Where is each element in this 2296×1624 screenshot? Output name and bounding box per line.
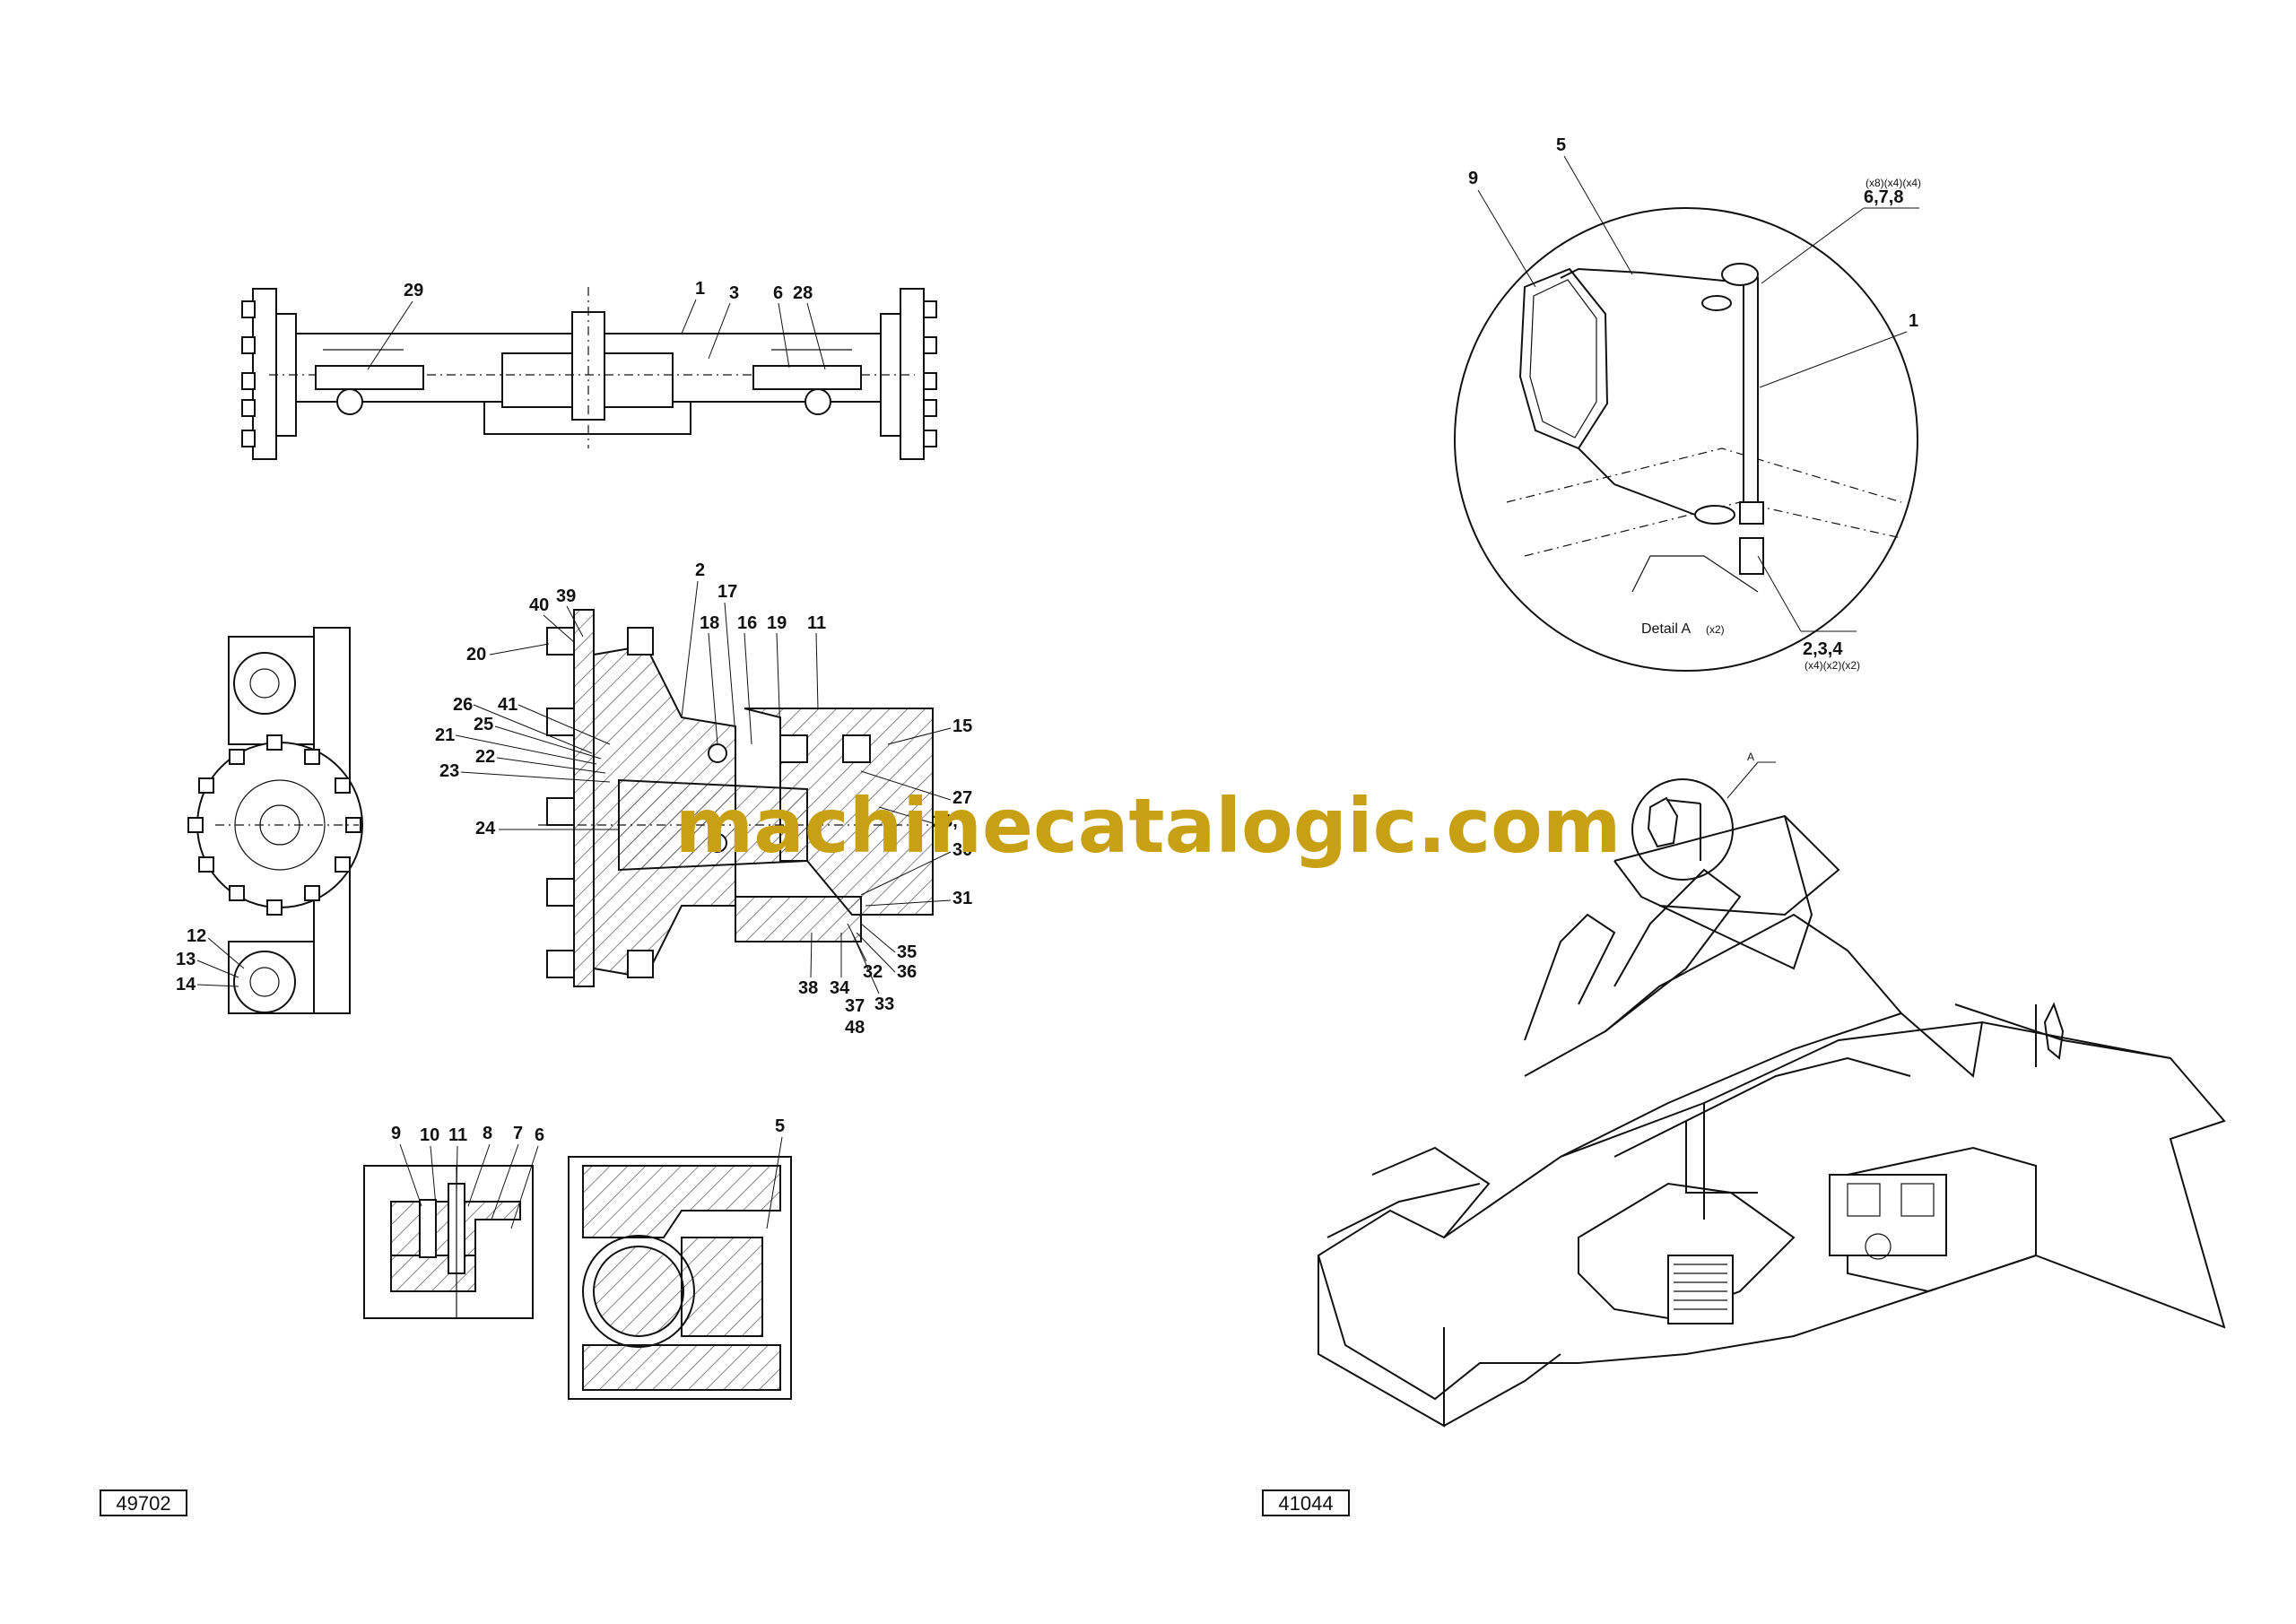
callout: 24	[475, 819, 496, 838]
callout: 6	[535, 1125, 544, 1145]
top-view-callouts: 29 1 3 6 28	[367, 279, 826, 370]
axle-top-view	[241, 287, 937, 460]
callout: 12	[187, 926, 206, 946]
callout: 21	[435, 725, 455, 745]
callout: 11	[448, 1125, 467, 1145]
watermark-text: machinecatalogic.com	[675, 782, 1622, 870]
callout: 7	[513, 1124, 523, 1143]
callout: 2	[695, 560, 705, 580]
seal-detail-left-callouts: 9 10 11 8 7 6	[391, 1124, 544, 1229]
callout: 30	[952, 840, 972, 860]
callout: 19	[767, 613, 787, 633]
left-flange-bolts	[241, 300, 256, 447]
callout: 38	[798, 978, 818, 998]
seal-detail-left	[363, 1165, 534, 1319]
callout: 6,7,8	[1864, 187, 1903, 207]
view-marker: A	[1747, 751, 1754, 763]
callout: 27	[952, 788, 972, 808]
callout: 29	[404, 281, 423, 300]
callout: 9	[391, 1124, 401, 1143]
callout: 41	[498, 695, 517, 715]
callout: 39	[556, 586, 576, 606]
detail-title: Detail A	[1641, 621, 1691, 637]
callout: 40	[529, 595, 549, 615]
right-drawing-number-box: 41044	[1262, 1489, 1350, 1516]
callout: 8	[483, 1124, 492, 1143]
callout: 5	[1556, 135, 1566, 155]
left-drawing-number-box: 49702	[100, 1489, 187, 1516]
detail-qty: (x2)	[1706, 623, 1725, 636]
callout: 36	[897, 962, 917, 982]
callout: 9	[1468, 169, 1478, 188]
callout: 17	[718, 582, 737, 602]
callout: 32	[863, 962, 883, 982]
mirror-icon	[1518, 267, 1609, 450]
callout: 31	[952, 889, 972, 908]
callout: 15	[952, 716, 972, 736]
callout: 35	[897, 942, 917, 962]
callout: 33	[874, 994, 894, 1014]
machine-frame-isometric: A	[1317, 751, 2226, 1428]
callout: 14	[176, 975, 196, 994]
mirror-icon	[1647, 796, 1701, 861]
callout: 10	[420, 1125, 439, 1145]
seal-detail-right	[568, 1156, 792, 1400]
callout-qty: (x8)(x4)(x4)	[1866, 177, 1921, 189]
callout: 28	[793, 283, 813, 303]
callout: 34	[830, 978, 850, 998]
drawing-number: 49702	[116, 1492, 170, 1515]
mirror-icon	[2035, 1002, 2065, 1067]
callout: 23, 9	[933, 812, 972, 831]
callout: 16	[737, 613, 757, 633]
callout: 18	[700, 613, 719, 633]
callout: 6	[773, 283, 783, 303]
callout: 20	[466, 645, 486, 664]
hub-section-view	[538, 609, 951, 987]
callout: 5	[775, 1116, 785, 1136]
callout: 1	[1909, 311, 1918, 331]
callout: 3	[729, 283, 739, 303]
right-flange-bolts	[923, 300, 937, 447]
callout: 37	[845, 996, 865, 1016]
mirror-detail-circle	[1454, 207, 1918, 672]
callout: 48	[845, 1018, 865, 1038]
callout: 1	[695, 279, 705, 299]
section-bolts	[546, 627, 654, 978]
callout: 23	[439, 761, 459, 781]
callout: 22	[475, 747, 495, 767]
callout: 11	[807, 613, 826, 633]
callout: 26	[453, 695, 473, 715]
drawing-number: 41044	[1278, 1492, 1333, 1515]
callout: 2,3,4	[1803, 639, 1843, 659]
axle-end-view	[187, 627, 363, 1014]
callout: 25	[474, 715, 493, 734]
end-view-callouts: 12 13 14	[176, 926, 245, 994]
section-callouts: 2 40 39 20 17 18 16 19 11 26 41 25 21 22…	[435, 560, 972, 1038]
mirror-detail-callouts: 9 5 (x8)(x4)(x4) 6,7,8 1 Detail A (x2) 2…	[1468, 135, 1921, 672]
callout: 13	[176, 950, 196, 969]
radiator-grill	[1667, 1255, 1734, 1324]
callout-qty: (x4)(x2)(x2)	[1805, 659, 1860, 672]
